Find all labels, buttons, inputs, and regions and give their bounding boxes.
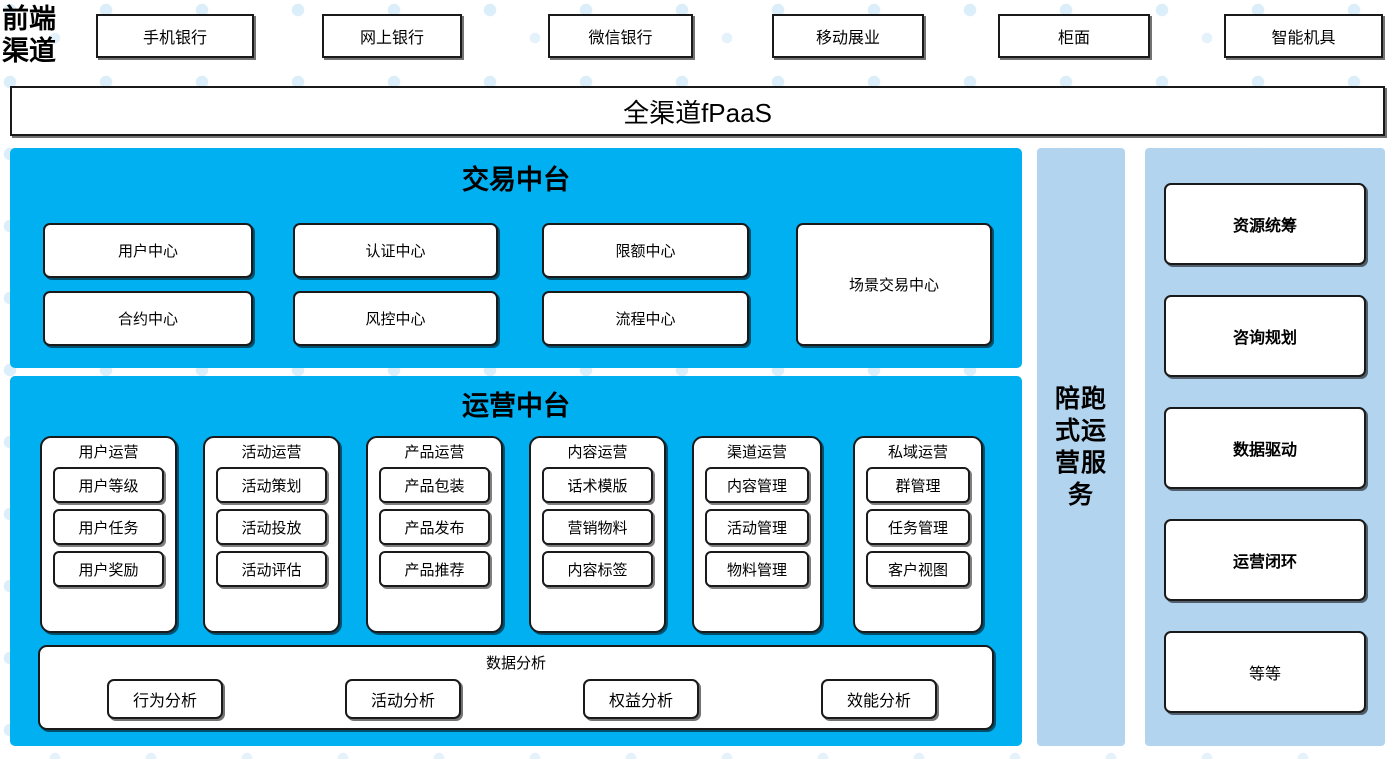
- center-box-scene-trade[interactable]: 场景交易中心: [796, 223, 992, 346]
- right-box-data-driven[interactable]: 数据驱动: [1164, 407, 1366, 489]
- data-analysis-title: 数据分析: [485, 655, 546, 672]
- center-box-limit[interactable]: 限额中心: [542, 223, 749, 278]
- center-box-user[interactable]: 用户中心: [43, 223, 253, 278]
- ops-group-title: 私域运营: [887, 444, 948, 461]
- center-box-contract[interactable]: 合约中心: [43, 291, 253, 346]
- center-label: 合约中心: [117, 311, 178, 328]
- ops-item[interactable]: 任务管理: [866, 509, 970, 545]
- ops-item[interactable]: 用户等级: [53, 467, 164, 503]
- center-box-auth[interactable]: 认证中心: [293, 223, 498, 278]
- right-box-etc[interactable]: 等等: [1164, 631, 1366, 713]
- channel-label: 微信银行: [588, 30, 653, 47]
- right-box-label: 运营闭环: [1232, 554, 1297, 571]
- ops-group-title: 产品运营: [404, 444, 465, 461]
- ops-item[interactable]: 营销物料: [542, 509, 653, 545]
- data-analysis-item-activity[interactable]: 活动分析: [345, 679, 461, 719]
- trade-platform-title: 交易中台: [462, 165, 570, 195]
- channel-label: 网上银行: [359, 30, 424, 47]
- right-box-label: 等等: [1248, 666, 1281, 683]
- ops-platform-title: 运营中台: [462, 391, 570, 421]
- ops-item[interactable]: 产品发布: [379, 509, 490, 545]
- ops-group-title: 活动运营: [241, 444, 302, 461]
- ops-item[interactable]: 用户奖励: [53, 551, 164, 587]
- center-label: 用户中心: [117, 243, 178, 260]
- center-label: 流程中心: [615, 311, 676, 328]
- data-analysis-item-efficiency[interactable]: 效能分析: [821, 679, 937, 719]
- center-label: 认证中心: [365, 243, 426, 260]
- ops-item[interactable]: 活动评估: [216, 551, 327, 587]
- data-analysis-label: 权益分析: [608, 693, 673, 710]
- ops-item[interactable]: 产品推荐: [379, 551, 490, 587]
- center-label: 限额中心: [615, 243, 676, 260]
- right-box-consulting-planning[interactable]: 咨询规划: [1164, 295, 1366, 377]
- front-channel-label: 前端 渠道: [2, 4, 56, 66]
- channel-box-online-bank[interactable]: 网上银行: [322, 14, 462, 58]
- ops-group-title: 用户运营: [78, 444, 139, 461]
- data-analysis-label: 行为分析: [132, 693, 197, 710]
- ops-group-title: 渠道运营: [726, 444, 787, 461]
- ops-group-channel[interactable]: 渠道运营 内容管理 活动管理 物料管理: [692, 436, 822, 633]
- center-label: 风控中心: [365, 311, 426, 328]
- channel-label: 智能机具: [1271, 30, 1336, 47]
- center-box-risk[interactable]: 风控中心: [293, 291, 498, 346]
- channel-label: 手机银行: [142, 30, 207, 47]
- right-box-ops-closed-loop[interactable]: 运营闭环: [1164, 519, 1366, 601]
- channel-box-mobile-bank[interactable]: 手机银行: [96, 14, 254, 58]
- ops-group-title: 内容运营: [567, 444, 628, 461]
- channel-label: 柜面: [1057, 30, 1090, 47]
- data-analysis-container: 数据分析 行为分析 活动分析 权益分析 效能分析: [38, 645, 994, 730]
- ops-item[interactable]: 内容标签: [542, 551, 653, 587]
- ops-group-product[interactable]: 产品运营 产品包装 产品发布 产品推荐: [366, 436, 503, 633]
- trade-platform-panel: 交易中台 用户中心 认证中心 限额中心 合约中心 风控中心 流程中心 场景交易中…: [10, 148, 1022, 368]
- ops-item[interactable]: 话术模版: [542, 467, 653, 503]
- ops-item[interactable]: 产品包装: [379, 467, 490, 503]
- ops-item[interactable]: 活动策划: [216, 467, 327, 503]
- ops-item[interactable]: 活动管理: [705, 509, 809, 545]
- ops-item[interactable]: 群管理: [866, 467, 970, 503]
- channel-box-smart-machine[interactable]: 智能机具: [1224, 14, 1383, 58]
- ops-group-content[interactable]: 内容运营 话术模版 营销物料 内容标签: [529, 436, 666, 633]
- right-services-panel: 资源统筹 咨询规划 数据驱动 运营闭环 等等: [1145, 148, 1385, 746]
- center-label: 场景交易中心: [848, 277, 939, 294]
- channel-box-mobile-biz[interactable]: 移动展业: [772, 14, 924, 58]
- ops-group-activity[interactable]: 活动运营 活动策划 活动投放 活动评估: [203, 436, 340, 633]
- ops-item[interactable]: 物料管理: [705, 551, 809, 587]
- data-analysis-item-benefits[interactable]: 权益分析: [583, 679, 699, 719]
- center-box-process[interactable]: 流程中心: [542, 291, 749, 346]
- right-box-label: 资源统筹: [1232, 218, 1297, 235]
- data-analysis-label: 活动分析: [370, 693, 435, 710]
- fpaas-label: 全渠道fPaaS: [623, 97, 772, 128]
- data-analysis-item-behavior[interactable]: 行为分析: [107, 679, 223, 719]
- right-box-label: 咨询规划: [1232, 330, 1297, 347]
- channel-label: 移动展业: [815, 30, 880, 47]
- ops-item[interactable]: 用户任务: [53, 509, 164, 545]
- fpaas-band[interactable]: 全渠道fPaaS: [10, 86, 1385, 136]
- service-strip-label: 陪跑式运营服务: [1054, 385, 1107, 509]
- ops-group-user[interactable]: 用户运营 用户等级 用户任务 用户奖励: [40, 436, 177, 633]
- right-box-resource-coordination[interactable]: 资源统筹: [1164, 183, 1366, 265]
- channel-box-wechat-bank[interactable]: 微信银行: [548, 14, 693, 58]
- data-analysis-label: 效能分析: [846, 693, 911, 710]
- ops-item[interactable]: 客户视图: [866, 551, 970, 587]
- right-box-label: 数据驱动: [1232, 442, 1297, 459]
- ops-group-private-domain[interactable]: 私域运营 群管理 任务管理 客户视图: [853, 436, 983, 633]
- ops-item[interactable]: 内容管理: [705, 467, 809, 503]
- ops-item[interactable]: 活动投放: [216, 509, 327, 545]
- service-strip-panel: 陪跑式运营服务: [1037, 148, 1125, 746]
- channel-box-counter[interactable]: 柜面: [998, 14, 1150, 58]
